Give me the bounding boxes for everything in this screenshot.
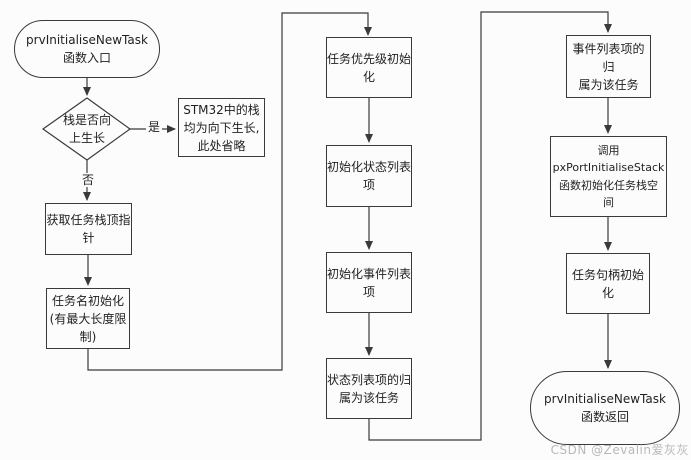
- edge-state-owner-to-event-owner: [368, 11, 612, 441]
- node-decision-stack-grow: 栈是否向 上生长: [50, 104, 124, 154]
- node-init-task-name: 任务名初始化 (有最大长度限 制): [46, 288, 130, 349]
- node-state-item-belongs-to-task: 状态列表项的归 属为该任务: [326, 358, 412, 419]
- node-get-stack-top-text: 获取任务栈顶指 针: [46, 213, 131, 245]
- node-init-event-list-item-text: 初始化事件列表 项: [327, 266, 412, 299]
- node-init-task-name-text: 任务名初始化 (有最大长度限 制): [49, 293, 127, 344]
- edge-label-no: 否: [80, 173, 97, 187]
- node-init-state-list-item: 初始化状态列表 项: [326, 145, 412, 207]
- node-start-text: prvInitialiseNewTask 函数入口: [26, 33, 148, 65]
- node-event-item-belongs-text: 事件列表项的归 属为该任务: [572, 41, 645, 92]
- node-end-terminator: prvInitialiseNewTask 函数返回: [530, 371, 680, 445]
- node-stm32-note-text: STM32中的栈 均为向下生长, 此处省略: [183, 102, 260, 153]
- node-start-terminator: prvInitialiseNewTask 函数入口: [14, 20, 160, 78]
- node-init-state-list-item-text: 初始化状态列表 项: [327, 160, 412, 192]
- edge-task-name-to-priority: [87, 12, 372, 371]
- node-call-pxportinitialisestack: 调用 pxPortInitialiseStack 函数初始化任务栈空 间: [550, 136, 667, 217]
- watermark-text: CSDN @Zevalin爱灰灰: [550, 443, 689, 457]
- node-get-stack-top-pointer: 获取任务栈顶指 针: [45, 203, 132, 255]
- node-init-task-priority-text: 任务优先级初始 化: [327, 51, 412, 84]
- node-init-task-handle-text: 任务句柄初始化: [571, 267, 644, 300]
- node-end-text: prvInitialiseNewTask 函数返回: [544, 392, 666, 424]
- edge-label-yes: 是: [146, 120, 163, 134]
- node-init-task-handle: 任务句柄初始化: [566, 253, 650, 314]
- node-event-item-belongs-to-task: 事件列表项的归 属为该任务: [566, 35, 651, 98]
- node-stm32-note: STM32中的栈 均为向下生长, 此处省略: [178, 98, 265, 157]
- node-init-task-priority: 任务优先级初始 化: [326, 37, 412, 98]
- node-call-pxport-text: 调用 pxPortInitialiseStack 函数初始化任务栈空 间: [552, 144, 665, 209]
- node-state-item-belongs-text: 状态列表项的归 属为该任务: [327, 372, 412, 405]
- node-decision-text: 栈是否向 上生长: [62, 113, 111, 145]
- node-init-event-list-item: 初始化事件列表 项: [326, 252, 412, 313]
